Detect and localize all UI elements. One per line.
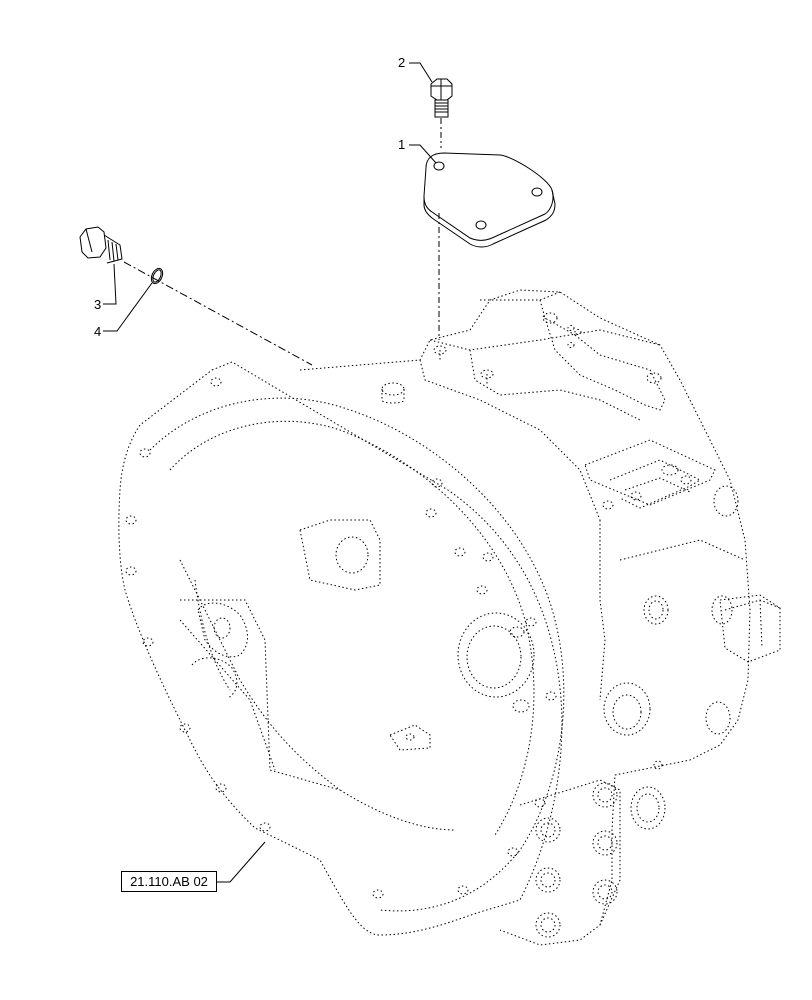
cover-plate-part — [423, 152, 556, 248]
callout-label-2: 2 — [398, 55, 406, 70]
leader-line-4 — [103, 282, 153, 332]
cross-reference-label[interactable]: 21.110.AB 02 — [121, 871, 217, 892]
leader-line-2 — [409, 62, 433, 83]
leader-line-1 — [409, 144, 437, 164]
plug-centerline — [123, 261, 313, 366]
leader-line-3 — [103, 263, 117, 305]
bolt-part — [430, 78, 453, 118]
callout-label-4: 4 — [94, 324, 102, 339]
transmission-housing — [118, 289, 781, 946]
callout-label-1: 1 — [398, 137, 406, 152]
callout-label-3: 3 — [94, 297, 102, 312]
plug-part — [79, 226, 123, 264]
leader-line-ref — [217, 841, 266, 883]
o-ring-part — [150, 267, 164, 285]
